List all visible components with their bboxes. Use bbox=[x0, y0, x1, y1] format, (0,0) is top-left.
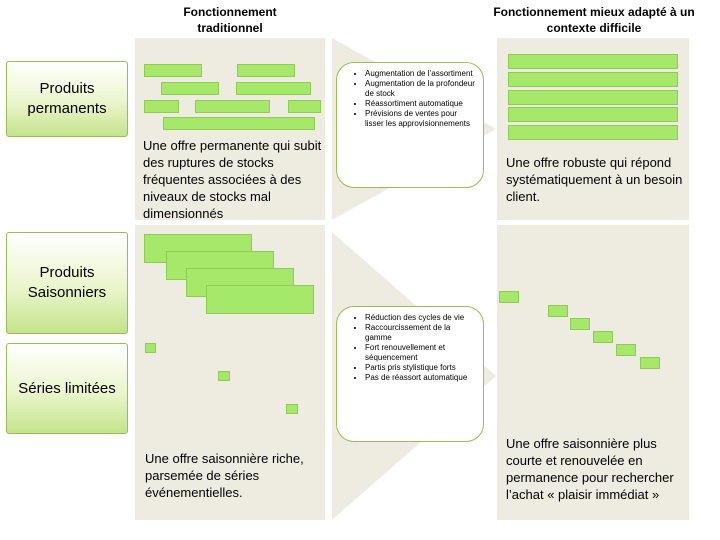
stock-bar bbox=[163, 117, 315, 130]
header-traditional: Fonctionnement traditionnel bbox=[183, 5, 277, 35]
stock-bar bbox=[508, 90, 678, 105]
label-produits-saisonniers: Produits Saisonniers bbox=[6, 232, 128, 334]
season-step bbox=[616, 344, 636, 356]
stock-bar bbox=[508, 72, 678, 87]
stock-bar bbox=[508, 107, 678, 122]
bullet-item: Raccourcissement de la gamme bbox=[365, 323, 477, 343]
season-step bbox=[640, 357, 660, 369]
series-square bbox=[218, 371, 230, 381]
top-right-description: Une offre robuste qui répond systématiqu… bbox=[506, 155, 683, 204]
bottom-levers-bubble: Réduction des cycles de vie Raccourcisse… bbox=[336, 306, 484, 442]
stock-bar bbox=[144, 100, 179, 113]
season-step bbox=[593, 331, 613, 343]
series-square bbox=[286, 404, 298, 414]
bullet-item: Augmentation de la profondeur de stock bbox=[365, 79, 477, 99]
bottom-right-description: Une offre saisonnière plus courte et ren… bbox=[506, 436, 674, 502]
bullet-item: Augmentation de l’assortiment bbox=[365, 69, 477, 79]
label-series-limitees: Séries limitées bbox=[6, 343, 128, 434]
bullet-item: Réduction des cycles de vie bbox=[365, 313, 477, 323]
bullet-item: Réassortiment automatique bbox=[365, 99, 477, 109]
stock-bar bbox=[236, 82, 311, 95]
top-left-description: Une offre permanente qui subit des ruptu… bbox=[143, 138, 322, 221]
bullet-item: Prévisions de ventes pour lisser les app… bbox=[365, 109, 477, 129]
bottom-left-description: Une offre saisonnière riche, parsemée de… bbox=[145, 451, 304, 500]
label-produits-permanents: Produits permanents bbox=[6, 61, 128, 137]
bullet-item: Fort renouvellement et séquencement bbox=[365, 343, 477, 363]
series-square bbox=[145, 343, 156, 353]
stock-bar bbox=[237, 64, 295, 77]
season-step bbox=[499, 291, 519, 303]
season-step bbox=[548, 305, 568, 317]
stock-bar bbox=[195, 100, 270, 113]
bullet-item: Partis pris stylistique forts bbox=[365, 363, 477, 373]
stock-bar bbox=[144, 64, 202, 77]
top-levers-bubble: Augmentation de l’assortiment Augmentati… bbox=[336, 62, 484, 188]
stock-bar bbox=[508, 125, 678, 140]
bullet-item: Pas de réassort automatique bbox=[365, 373, 477, 383]
season-block bbox=[206, 285, 314, 314]
stock-bar bbox=[161, 82, 219, 95]
stock-bar bbox=[508, 54, 678, 69]
header-adapted: Fonctionnement mieux adapté à un context… bbox=[493, 5, 695, 35]
stock-bar bbox=[288, 100, 321, 113]
season-step bbox=[570, 318, 590, 330]
panel-bottom-right bbox=[497, 225, 689, 520]
